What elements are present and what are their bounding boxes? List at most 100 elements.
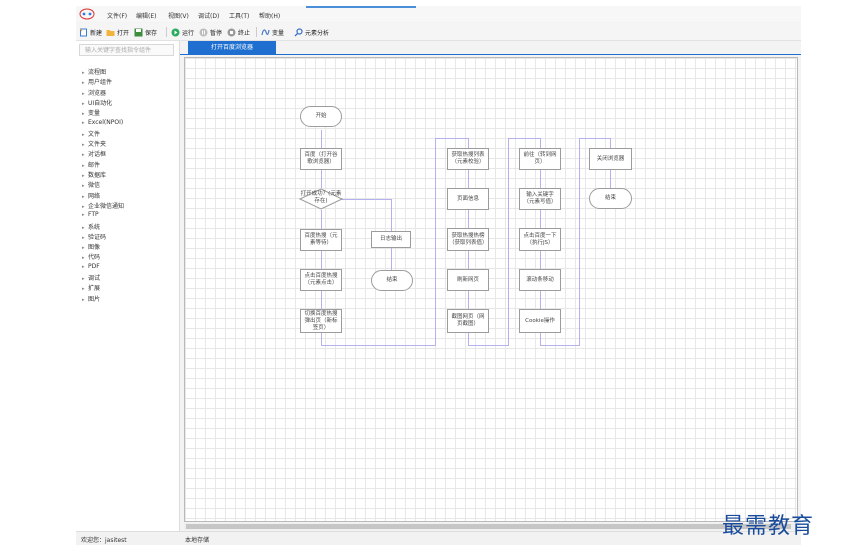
sidebar-tree-item[interactable]: ▸Excel(NPOI) (82, 119, 123, 126)
sidebar-tree-item[interactable]: ▸FTP (82, 211, 99, 218)
pause-button[interactable]: 暂停 (199, 27, 222, 37)
flow-node-close-browser[interactable]: 关闭浏览器 (589, 148, 632, 170)
search-input[interactable]: 输入关键字查找指令组件 (79, 44, 174, 56)
tab-open-baidu-browser[interactable]: 打开百度浏览器 (188, 41, 276, 54)
sidebar-tree-item[interactable]: ▸对话框 (82, 149, 106, 158)
flow-node-page-info[interactable]: 页面信息 (447, 188, 489, 210)
element-analysis-button[interactable]: 元素分析 (294, 27, 329, 37)
save-button[interactable]: 保存 (134, 27, 157, 37)
flow-node-cookie-ops[interactable]: Cookie操作 (519, 309, 561, 333)
menu-debug[interactable]: 调试(D) (198, 13, 220, 20)
connector (468, 138, 469, 148)
flow-node-open-browser[interactable]: 百度（打开谷歌浏览器） (300, 148, 342, 170)
sidebar-tree-item[interactable]: ▸PDF (82, 263, 100, 270)
scrollbar-thumb[interactable] (186, 524, 791, 529)
sidebar-tree-item[interactable]: ▸数据库 (82, 170, 106, 179)
chevron-right-icon[interactable]: ▸ (82, 131, 85, 138)
sidebar-tree-item[interactable]: ▸浏览器 (82, 88, 106, 97)
chevron-right-icon[interactable]: ▸ (82, 276, 85, 282)
sidebar-tree-item[interactable]: ▸网络 (82, 191, 100, 200)
sidebar-tree-item[interactable]: ▸微信 (82, 180, 100, 189)
flow-node-go-baidu[interactable]: 前往（转到网页） (519, 148, 561, 170)
chevron-right-icon[interactable]: ▸ (82, 162, 85, 169)
sidebar-tree-item-label: 流程图 (88, 69, 107, 76)
flow-node-condition-diamond[interactable] (299, 188, 343, 210)
sidebar-tree-item[interactable]: ▸变量 (82, 108, 100, 117)
chevron-right-icon[interactable]: ▸ (82, 224, 85, 231)
new-button[interactable]: 新建 (79, 27, 102, 37)
flow-canvas[interactable]: 开始 百度（打开谷歌浏览器） 打开成功？(元素存在) 日志输出 结束 百度热搜（… (184, 57, 798, 522)
chevron-right-icon[interactable]: ▸ (82, 296, 85, 303)
chevron-right-icon[interactable]: ▸ (82, 203, 85, 210)
chevron-right-icon[interactable]: ▸ (82, 255, 85, 262)
sidebar-tree-item[interactable]: ▸调试 (82, 273, 100, 282)
flow-node-baidu-input[interactable]: 百度热搜（元素等待） (300, 229, 342, 251)
flow-node-click-search[interactable]: 点击百度热搜（元素点击） (300, 269, 342, 291)
open-button[interactable]: 打开 (106, 27, 129, 37)
variables-icon (261, 28, 270, 35)
run-button[interactable]: 运行 (171, 27, 194, 37)
menu-edit[interactable]: 编辑(E) (136, 13, 157, 20)
sidebar-tree-item[interactable]: ▸邮件 (82, 160, 100, 169)
flow-node-label: 页面信息 (456, 195, 479, 202)
flow-node-page-screenshot[interactable]: 截图网页（网页截图） (447, 309, 489, 333)
chevron-right-icon[interactable]: ▸ (82, 142, 85, 149)
sidebar-tree-item[interactable]: ▸企业微信通知 (82, 201, 124, 210)
chevron-right-icon[interactable]: ▸ (82, 286, 85, 293)
flow-node-end-left[interactable]: 结束 (371, 270, 413, 291)
flow-node-end-right[interactable]: 结束 (589, 188, 632, 209)
sidebar-tree-item[interactable]: ▸扩展 (82, 283, 100, 292)
horizontal-scrollbar[interactable] (184, 523, 798, 530)
chevron-right-icon[interactable]: ▸ (82, 234, 85, 241)
flow-node-get-hot-list-2[interactable]: 获取热搜热榜（获取列表值） (447, 228, 489, 251)
sidebar-tree-item[interactable]: ▸验证码 (82, 232, 106, 241)
sidebar-tree-item[interactable]: ▸代码 (82, 252, 100, 261)
menu-file[interactable]: 文件(F) (107, 13, 128, 20)
connector (321, 170, 322, 188)
sidebar-tree-item[interactable]: ▸文件夹 (82, 139, 106, 148)
flow-node-input-keyword[interactable]: 输入关键字（元素写值） (519, 188, 561, 210)
variables-button[interactable]: 变量 (261, 27, 284, 37)
flow-node-start[interactable]: 开始 (300, 106, 342, 127)
chevron-right-icon[interactable]: ▸ (82, 90, 85, 97)
chevron-right-icon[interactable]: ▸ (82, 263, 85, 270)
chevron-right-icon[interactable]: ▸ (82, 100, 85, 107)
sidebar-tree-item[interactable]: ▸图像 (82, 242, 100, 251)
sidebar-tree-item[interactable]: ▸用户组件 (82, 77, 112, 86)
flow-node-get-hot-list[interactable]: 获取热搜列表（元素校验） (447, 148, 489, 170)
chevron-right-icon[interactable]: ▸ (82, 80, 85, 87)
flow-node-click-search-button[interactable]: 点击百度一下（执行JS） (519, 228, 561, 251)
sidebar-tree-item-label: 系统 (88, 223, 101, 231)
flow-node-label: 滚动条移动 (526, 276, 554, 283)
stop-button[interactable]: 终止 (227, 27, 250, 37)
menu-help[interactable]: 帮助(H) (259, 13, 281, 20)
watermark-text: 最需教育 (722, 514, 815, 539)
chevron-right-icon[interactable]: ▸ (82, 183, 85, 190)
flow-node-refresh-page[interactable]: 刷新网页 (447, 269, 489, 291)
toolbar-divider (166, 27, 167, 37)
flow-node-log-output[interactable]: 日志输出 (371, 231, 411, 248)
chevron-right-icon[interactable]: ▸ (82, 119, 85, 126)
menu-tools[interactable]: 工具(T) (229, 13, 250, 20)
sidebar-tree-item[interactable]: ▸流程图 (82, 67, 106, 76)
chevron-right-icon[interactable]: ▸ (82, 212, 85, 219)
sidebar-tree-item[interactable]: ▸系统 (82, 222, 100, 231)
sidebar-tree-item[interactable]: ▸文件 (82, 129, 100, 138)
connector (391, 248, 392, 270)
chevron-right-icon[interactable]: ▸ (82, 245, 85, 252)
sidebar-tree-item-label: 网络 (88, 192, 101, 200)
flow-node-scroll-move[interactable]: 滚动条移动 (519, 269, 561, 291)
sidebar-tree-item[interactable]: ▸图片 (82, 294, 100, 303)
chevron-right-icon[interactable]: ▸ (82, 70, 85, 76)
flow-node-switch-page[interactable]: 切换百度热搜弹出页（新标签页） (300, 309, 342, 333)
chevron-right-icon[interactable]: ▸ (82, 173, 85, 179)
sidebar-tree-item[interactable]: ▸UI自动化 (82, 98, 112, 107)
chevron-right-icon[interactable]: ▸ (82, 152, 85, 159)
chevron-right-icon[interactable]: ▸ (82, 193, 85, 200)
sidebar-tree-item-label: UI自动化 (88, 99, 113, 107)
flow-node-label: 关闭浏览器 (596, 155, 625, 162)
flow-node-label: 开始 (315, 113, 327, 119)
chevron-right-icon[interactable]: ▸ (82, 111, 85, 118)
sidebar-tree-item-label: FTP (88, 211, 99, 219)
menu-view[interactable]: 视图(V) (168, 13, 189, 20)
